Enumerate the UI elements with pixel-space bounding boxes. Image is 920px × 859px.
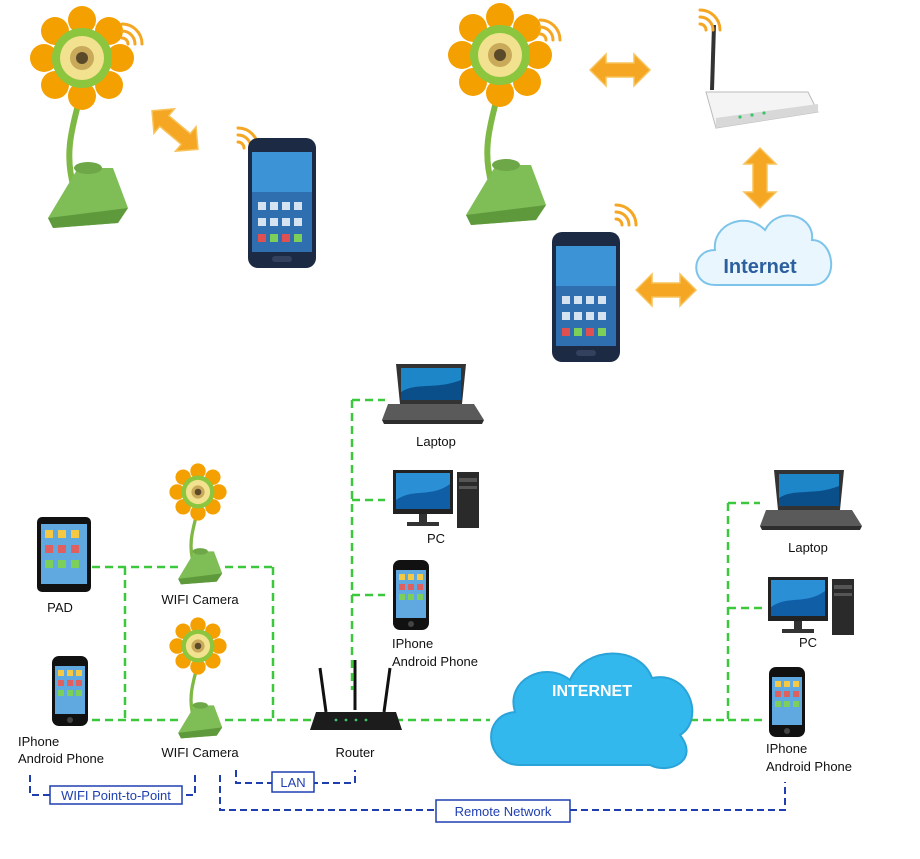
wifi-signal-icon (614, 203, 638, 227)
wifi-signal-icon (120, 22, 144, 46)
wifi-camera-top: WIFI Camera (161, 461, 239, 607)
laptop-right-device: Laptop (760, 470, 862, 555)
sunflower-camera-icon (30, 6, 134, 228)
phone-center-device: IPhone Android Phone (392, 560, 478, 669)
wifi-signal-icon (538, 18, 562, 42)
wifi-signal-icon (698, 8, 722, 32)
pad-label: PAD (47, 600, 73, 615)
laptop-center-label: Laptop (416, 434, 456, 449)
sunflower-camera-icon (448, 3, 552, 225)
left-phone-label-line2: Android Phone (18, 751, 104, 766)
top-left-scenario (30, 6, 316, 268)
smartphone-icon (552, 232, 620, 362)
pc-center-device: PC (393, 470, 479, 546)
remote-network-box: Remote Network (435, 799, 571, 823)
wifi-p2p-label: WIFI Point-to-Point (61, 788, 171, 803)
iphone-icon (52, 656, 88, 726)
phone-right-label-line1: IPhone (766, 741, 807, 756)
internet-label-bottom: INTERNET (552, 683, 632, 700)
camera-bottom-label: WIFI Camera (161, 745, 239, 760)
phone-right-device: IPhone Android Phone (766, 667, 852, 774)
laptop-right-label: Laptop (788, 540, 828, 555)
double-arrow-icon (140, 97, 210, 163)
left-phone-device: IPhone Android Phone (18, 656, 104, 766)
router-icon (310, 660, 402, 730)
phone-center-label-line2: Android Phone (392, 654, 478, 669)
internet-cloud: Internet (695, 214, 833, 286)
wifi-p2p-box: WIFI Point-to-Point (49, 785, 183, 805)
router-device: Router (310, 660, 402, 760)
pc-right-device: PC (768, 577, 854, 650)
camera-top-label: WIFI Camera (161, 592, 239, 607)
laptop-center-device: Laptop (382, 364, 484, 449)
laptop-icon (760, 470, 862, 530)
double-arrow-icon (589, 53, 651, 87)
iphone-icon (769, 667, 805, 737)
internet-label: Internet (723, 256, 797, 278)
lan-label: LAN (280, 775, 305, 790)
wifi-camera-bottom: WIFI Camera (161, 615, 239, 760)
laptop-icon (382, 364, 484, 424)
wifi-links (92, 398, 765, 722)
iphone-icon (393, 560, 429, 630)
lan-box: LAN (271, 771, 315, 793)
pc-right-label: PC (799, 635, 817, 650)
pc-center-label: PC (427, 531, 445, 546)
remote-network-label: Remote Network (455, 804, 552, 819)
double-arrow-icon (635, 273, 697, 307)
smartphone-icon (248, 138, 316, 268)
top-right-scenario: Internet (448, 3, 833, 362)
phone-right-label-line2: Android Phone (766, 759, 852, 774)
left-phone-label-line1: IPhone (18, 734, 59, 749)
pc-icon (393, 470, 479, 528)
wifi-router-icon (705, 24, 819, 129)
double-arrow-icon (743, 147, 777, 209)
pad-device: PAD (37, 517, 91, 615)
internet-cloud-bottom: INTERNET (490, 652, 694, 770)
pc-icon (768, 577, 854, 635)
phone-center-label-line1: IPhone (392, 636, 433, 651)
router-label: Router (335, 745, 375, 760)
